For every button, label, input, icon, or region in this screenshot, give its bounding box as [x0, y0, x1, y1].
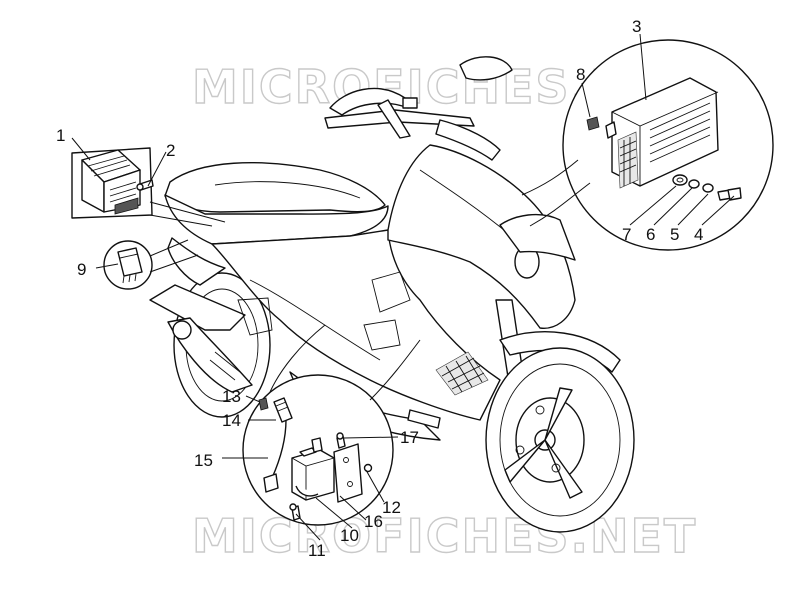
coil-bracket [333, 443, 363, 503]
callout-6: 6 [646, 225, 655, 244]
callout-5: 5 [670, 225, 679, 244]
callout-7: 7 [622, 225, 631, 244]
scooter-outline [149, 56, 635, 533]
callout-16: 16 [364, 512, 383, 531]
callout-10: 10 [340, 526, 359, 545]
callout-3: 3 [632, 17, 641, 36]
cdi-clip [586, 116, 600, 131]
relay [117, 247, 143, 284]
cdi-washer-b [702, 183, 714, 193]
voltage-regulator [81, 149, 141, 215]
callout-4: 4 [694, 225, 703, 244]
callout-1: 1 [56, 126, 65, 145]
callout-15: 15 [194, 451, 213, 470]
callout-13: 13 [222, 387, 241, 406]
spark-plug-terminal [258, 397, 269, 411]
watermark-bottom: MICROFICHES.NET [192, 509, 697, 563]
ht-lead [263, 419, 287, 493]
spark-plug-cap [273, 397, 293, 423]
callout-14: 14 [222, 411, 241, 430]
cdi-washer-a [688, 179, 700, 189]
callout-2: 2 [166, 141, 175, 160]
cdi-grommet [672, 174, 688, 186]
coil-nut [363, 463, 373, 473]
coil-screw-top [336, 432, 346, 449]
cdi-unit [605, 77, 719, 189]
callout-numbers: 1 2 3 4 5 6 7 8 9 10 11 12 13 14 15 16 1… [56, 17, 703, 560]
callout-12: 12 [382, 498, 401, 517]
ignition-coil [291, 437, 335, 501]
callout-17: 17 [400, 428, 419, 447]
leader-lines [71, 33, 735, 541]
callout-11: 11 [308, 541, 326, 560]
callout-9: 9 [77, 260, 86, 279]
callout-8: 8 [576, 65, 585, 84]
